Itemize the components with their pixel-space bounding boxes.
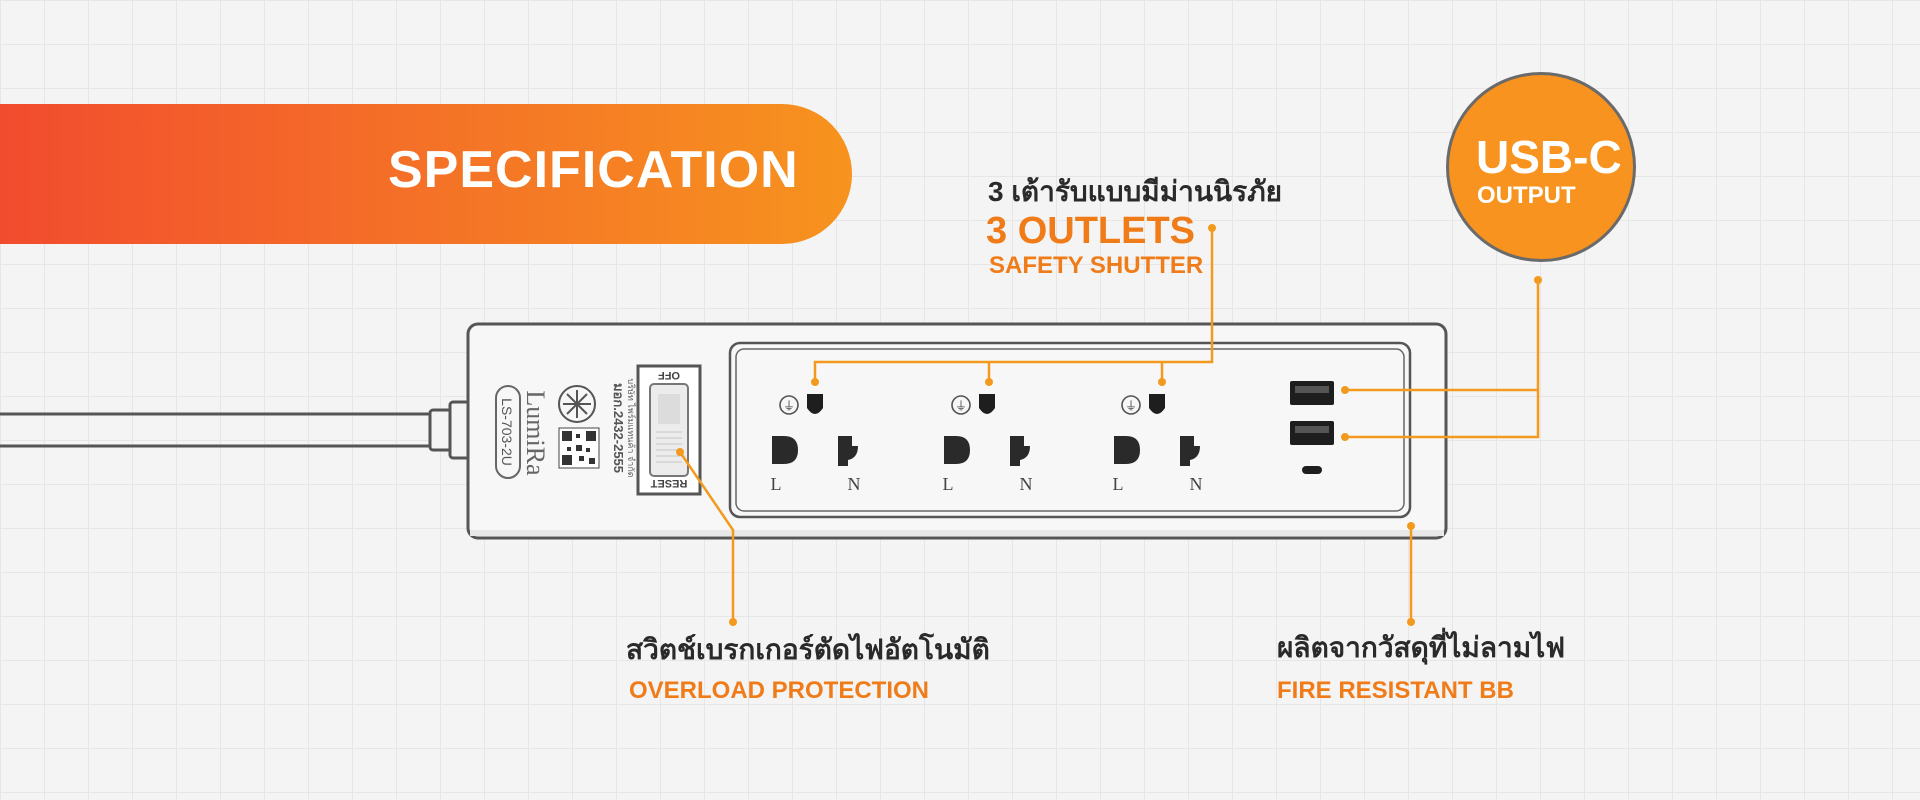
- overload-thai: สวิตช์เบรกเกอร์ตัดไฟอัตโนมัติ: [626, 634, 990, 665]
- callout-lines: [678, 228, 1540, 622]
- switch-off-label: OFF: [658, 369, 680, 381]
- usbc-badge: [1446, 72, 1636, 262]
- neutral-pin-hole: [1180, 436, 1200, 466]
- fire-title: FIRE RESISTANT BB: [1277, 677, 1514, 704]
- ground-symbol-text: ⏚: [783, 399, 795, 413]
- socket-panel: [728, 341, 1412, 519]
- usbc-title: USB-C: [1476, 131, 1622, 183]
- switch-reset-label: RESET: [650, 477, 687, 489]
- neutral-pin-hole: [1010, 436, 1030, 466]
- ground-symbol-icon: [779, 395, 799, 415]
- ground-pin-hole: [979, 394, 995, 414]
- outlets-thai: 3 เต้ารับแบบมีม่านนิรภัย: [988, 176, 1283, 207]
- ground-symbol-icon: [1121, 395, 1141, 415]
- strip-bottom-edge: [470, 530, 1444, 536]
- outlets-title: 3 OUTLETS: [986, 210, 1196, 252]
- usb-a-port-2: [1290, 421, 1334, 445]
- power-cord: [0, 400, 472, 460]
- ground-symbol-text: ⏚: [955, 399, 967, 413]
- tis-symbol-icon: [558, 385, 596, 423]
- model-badge: LS-703-2U: [495, 385, 521, 479]
- neutral-pin-hole: [838, 436, 858, 466]
- brand-text: LumiRa: [521, 390, 550, 476]
- ground-symbol-text: ⏚: [1125, 399, 1137, 413]
- neutral-label: N: [848, 474, 861, 494]
- spec-banner: [0, 104, 852, 244]
- outlet-3: ⏚ L N: [1113, 394, 1203, 494]
- ground-symbol-icon: [951, 395, 971, 415]
- neutral-label: N: [1190, 474, 1203, 494]
- live-pin-hole: [772, 436, 798, 464]
- live-label: L: [943, 474, 954, 494]
- ground-pin-hole: [1149, 394, 1165, 414]
- outlet-2: ⏚ L N: [943, 394, 1033, 494]
- company-text: บริษัท ไพร์มแทนค้า จำกัด: [626, 378, 637, 477]
- outlets-subtitle: SAFETY SHUTTER: [989, 252, 1204, 279]
- live-pin-hole: [944, 436, 970, 464]
- live-label: L: [771, 474, 782, 494]
- outlets-layer: ⏚ L N ⏚ L N ⏚ L N: [771, 394, 1203, 494]
- usbc-subtitle: OUTPUT: [1477, 182, 1576, 209]
- model-text: LS-703-2U: [499, 398, 515, 466]
- fire-thai: ผลิตจากวัสดุที่ไม่ลามไฟ: [1277, 632, 1566, 663]
- overload-title: OVERLOAD PROTECTION: [629, 677, 930, 704]
- outlet-1: ⏚ L N: [771, 394, 861, 494]
- ground-pin-hole: [807, 394, 823, 414]
- callout-dots: [676, 224, 1542, 626]
- neutral-label: N: [1020, 474, 1033, 494]
- qr-code-icon: [558, 427, 600, 469]
- spec-title: SPECIFICATION: [388, 141, 799, 199]
- usb-a-port-1: [1290, 381, 1334, 405]
- cert-text: มอก.2432-2555: [611, 383, 626, 473]
- breaker-switch: OFF RESET: [636, 364, 702, 496]
- live-label: L: [1113, 474, 1124, 494]
- live-pin-hole: [1114, 436, 1140, 464]
- usb-c-port: [1302, 466, 1322, 474]
